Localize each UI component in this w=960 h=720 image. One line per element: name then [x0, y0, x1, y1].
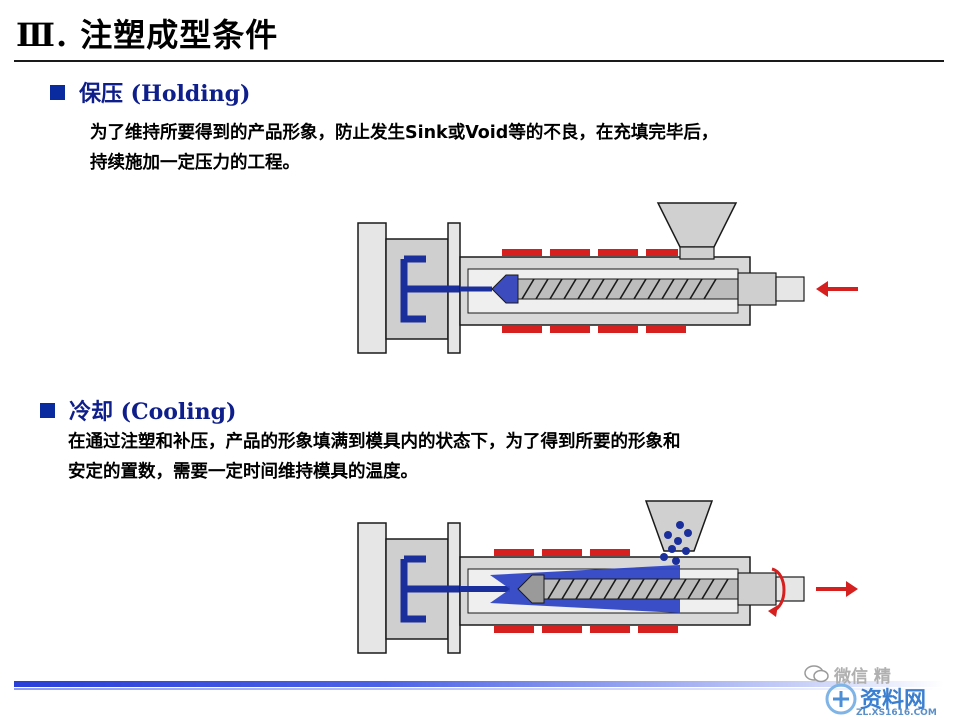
section-heading-text: 保压 (Holding): [79, 81, 251, 107]
screw-icon: [543, 572, 805, 606]
bullet-square-icon: [50, 84, 65, 100]
hopper-icon: [644, 500, 714, 565]
body-line: 为了维持所要得到的产品形象，防止发生Sink或Void等的不良，在充填完毕后，: [90, 123, 719, 143]
rotation-arrow-icon: [768, 567, 786, 617]
section-cooling-body: 在通过注塑和补压，产品的形象填满到模具内的状态下，为了得到所要的形象和 安定的置…: [68, 427, 681, 487]
watermark: 微信 精 资料网 ZL.XS1616.COM: [800, 660, 950, 720]
holding-injection-diagram: [357, 202, 858, 354]
page-title: Ⅲ. 注塑成型条件: [16, 16, 279, 54]
retract-arrow-icon: [816, 581, 858, 597]
footer-bar-thin: [14, 688, 944, 690]
watermark-url-text: ZL.XS1616.COM: [856, 708, 937, 718]
site-logo-icon: [825, 683, 857, 715]
cooling-injection-diagram: [357, 500, 858, 654]
body-line: 安定的置数，需要一定时间维持模具的温度。: [68, 462, 418, 482]
wechat-icon: [804, 665, 829, 683]
heater-bands-icon: [502, 249, 686, 333]
body-line: 持续施加一定压力的工程。: [90, 153, 300, 173]
watermark-wechat-text: 微信 精: [834, 667, 891, 687]
bullet-square-icon: [40, 402, 55, 418]
mold-icon: [357, 222, 470, 354]
screw-icon: [517, 272, 805, 306]
section-cooling-heading: 冷却 (Cooling): [40, 394, 236, 426]
push-arrow-icon: [816, 281, 858, 297]
mold-icon: [357, 522, 470, 654]
title-divider: [14, 60, 944, 62]
hopper-icon: [656, 202, 738, 260]
section-holding-body: 为了维持所要得到的产品形象，防止发生Sink或Void等的不良，在充填完毕后， …: [90, 118, 718, 178]
body-line: 在通过注塑和补压，产品的形象填满到模具内的状态下，为了得到所要的形象和: [68, 432, 681, 452]
section-heading-text: 冷却 (Cooling): [69, 399, 237, 425]
heater-bands-icon: [494, 549, 678, 633]
section-holding-heading: 保压 (Holding): [50, 76, 250, 108]
footer-bar: [14, 681, 944, 687]
watermark-site-text: 资料网: [860, 688, 927, 713]
